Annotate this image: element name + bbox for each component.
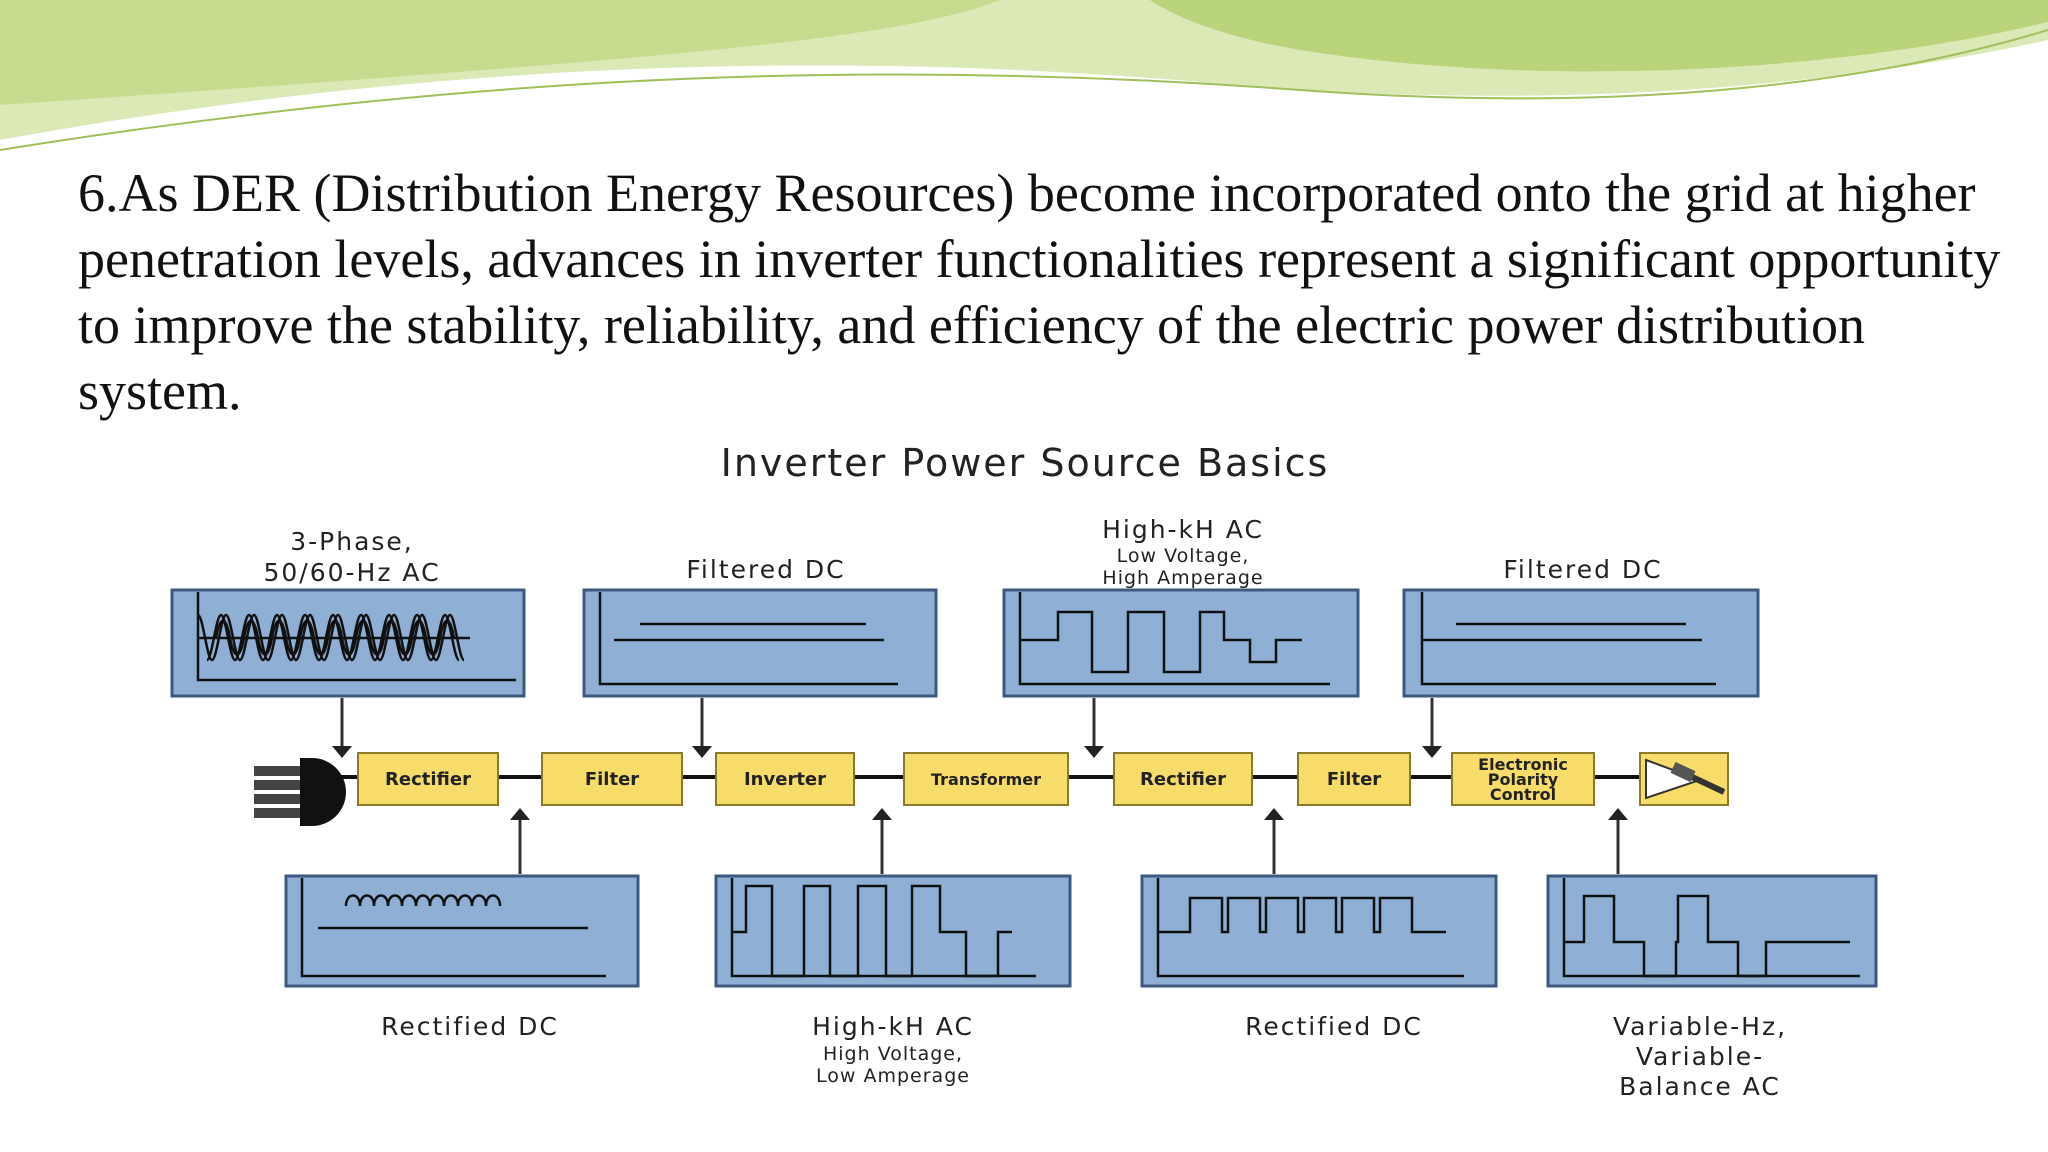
block-polarity-line3: Control [1490,785,1556,804]
block-filter-2-label: Filter [1327,769,1381,790]
label-balance-ac: Balance AC [1619,1072,1781,1101]
panel-variable-ac [1546,874,1878,988]
panel-filtered-dc-1 [582,588,938,698]
block-inverter-label: Inverter [744,769,826,790]
block-rectifier-1: Rectifier [357,752,499,806]
block-polarity-line1: Electronic [1478,755,1568,774]
label-high-kh-ac-top: High-kH AC [1102,515,1264,544]
block-inverter: Inverter [715,752,855,806]
label-low-amperage: Low Amperage [816,1065,970,1087]
panel-high-kh-ac-bottom [714,874,1072,988]
label-variable-hz: Variable-Hz, [1613,1012,1787,1041]
welding-torch-icon [1639,752,1729,806]
block-polarity-line2: Polarity [1488,770,1559,789]
label-high-amperage: High Amperage [1102,567,1263,589]
slide-body-text: 6.As DER (Distribution Energy Resources)… [78,163,2001,421]
block-filter-1-label: Filter [585,769,639,790]
block-transformer: Transformer [903,752,1069,806]
label-50-60-hz-ac: 50/60-Hz AC [263,558,440,587]
panel-high-kh-ac-top [1002,588,1360,698]
panel-3-phase-ac [170,588,526,698]
label-high-kh-ac-bottom: High-kH AC [812,1012,974,1041]
ac-plug-icon [254,758,346,826]
label-variable: Variable- [1636,1042,1764,1071]
block-rectifier-2-label: Rectifier [1140,769,1226,790]
panel-rectified-dc-2 [1140,874,1498,988]
panel-filtered-dc-2 [1402,588,1760,698]
block-rectifier-1-label: Rectifier [385,769,471,790]
label-rectified-dc-1: Rectified DC [381,1012,559,1041]
label-3-phase: 3-Phase, [290,527,414,556]
decorative-banner [0,0,2048,151]
block-transformer-label: Transformer [931,770,1041,789]
inverter-diagram: Inverter Power Source Basics 3-Phase, 50… [170,441,1878,1101]
block-rectifier-2: Rectifier [1113,752,1253,806]
block-filter-1: Filter [541,752,683,806]
diagram-title: Inverter Power Source Basics [721,441,1330,485]
panel-rectified-dc-1 [284,874,640,988]
label-low-voltage: Low Voltage, [1117,545,1250,567]
arrows-top [332,698,1442,758]
arrows-bottom [510,808,1628,874]
block-electronic-polarity-control: Electronic Polarity Control [1451,752,1595,806]
label-high-voltage: High Voltage, [823,1043,963,1065]
label-filtered-dc-2: Filtered DC [1503,555,1662,584]
label-filtered-dc-1: Filtered DC [686,555,845,584]
label-rectified-dc-2: Rectified DC [1245,1012,1423,1041]
block-filter-2: Filter [1297,752,1411,806]
